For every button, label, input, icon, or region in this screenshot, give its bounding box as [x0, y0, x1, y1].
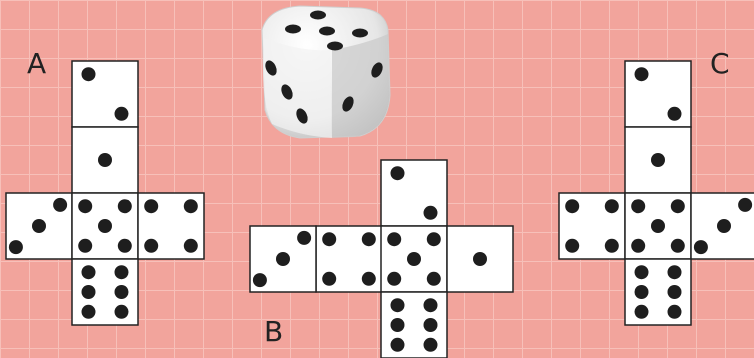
pip — [605, 199, 619, 213]
pip — [118, 239, 132, 253]
pip — [391, 166, 405, 180]
pip — [424, 318, 438, 332]
pip — [391, 338, 405, 352]
net-b-face — [381, 160, 447, 226]
pip — [253, 273, 267, 287]
pip — [668, 305, 682, 319]
pip — [82, 265, 96, 279]
pip — [98, 219, 112, 233]
pip — [9, 240, 23, 254]
pip — [82, 285, 96, 299]
pip — [427, 272, 441, 286]
pip — [98, 153, 112, 167]
pip — [565, 239, 579, 253]
pip — [115, 107, 129, 121]
pip — [427, 232, 441, 246]
pip — [387, 232, 401, 246]
pip — [671, 199, 685, 213]
pip — [635, 265, 649, 279]
pip — [424, 338, 438, 352]
pip — [32, 219, 46, 233]
pip — [115, 285, 129, 299]
pip — [651, 219, 665, 233]
pip — [738, 198, 752, 212]
pip — [115, 265, 129, 279]
pip — [631, 239, 645, 253]
pip — [424, 298, 438, 312]
pip — [276, 252, 290, 266]
label-a: A — [27, 50, 46, 78]
pip — [668, 107, 682, 121]
pip — [78, 239, 92, 253]
pip — [184, 199, 198, 213]
3d-die-icon — [262, 6, 390, 138]
pip — [184, 239, 198, 253]
pip — [668, 265, 682, 279]
pip — [297, 231, 311, 245]
pip — [473, 252, 487, 266]
pip — [717, 219, 731, 233]
label-c: C — [710, 50, 730, 78]
pip — [322, 232, 336, 246]
pip — [82, 67, 96, 81]
pip — [118, 199, 132, 213]
pip — [362, 232, 376, 246]
pip — [144, 239, 158, 253]
pip — [635, 305, 649, 319]
pip — [424, 206, 438, 220]
pip — [362, 272, 376, 286]
pip — [651, 153, 665, 167]
pip — [668, 285, 682, 299]
pip — [407, 252, 421, 266]
pip — [144, 199, 158, 213]
pip — [115, 305, 129, 319]
pip — [387, 272, 401, 286]
pip — [53, 198, 67, 212]
pip — [631, 199, 645, 213]
net-a-face — [72, 61, 138, 127]
pip — [694, 240, 708, 254]
pip — [565, 199, 579, 213]
net-c-face — [625, 61, 691, 127]
pip — [322, 272, 336, 286]
pip — [635, 67, 649, 81]
pip — [635, 285, 649, 299]
pip — [391, 318, 405, 332]
pip — [671, 239, 685, 253]
pip — [391, 298, 405, 312]
label-b: B — [264, 318, 283, 346]
pip — [78, 199, 92, 213]
pip — [605, 239, 619, 253]
pip — [82, 305, 96, 319]
